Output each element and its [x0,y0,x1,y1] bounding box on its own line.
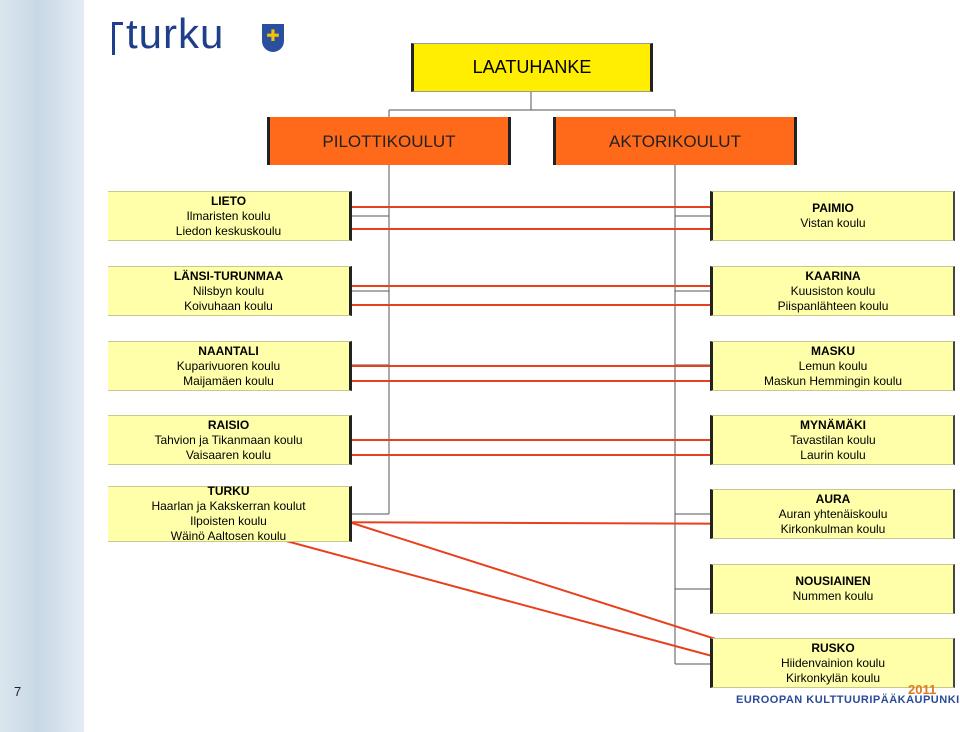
school-name: Nummen koulu [792,589,874,603]
municipality-name: MYNÄMÄKI [800,417,866,432]
school-name: Kirkonkylän koulu [785,670,881,685]
footer-logo: 2011 [908,682,937,697]
school-name: Koivuhaan koulu [184,298,273,313]
municipality-name: KAARINA [805,268,861,283]
municipality-name: LÄNSI-TURUNMAA [173,268,284,283]
school-name: Lemun koulu [798,358,868,373]
municipality-name: NOUSIAINEN [795,574,871,588]
tree-lines [350,92,712,665]
municipality-name: PAIMIO [812,201,854,215]
actor-box-masku: MASKU Lemun koulu Maskun Hemmingin koulu [710,341,955,391]
footer-text: EUROOPAN KULTTUURIPÄÄKAUPUNKI [736,694,960,706]
school-name: Haarlan ja Kakskerran koulut [151,499,306,513]
page-number: 7 [14,684,22,699]
municipality-name: RUSKO [811,640,855,655]
school-name: Vistan koulu [800,216,866,230]
municipality-name: AURA [815,491,851,506]
school-name: Piispanlähteen koulu [777,298,889,313]
municipality-name: MASKU [811,343,855,358]
pair-arrow-turku-rusko-2 [267,532,791,680]
actor-box-mynamaki: MYNÄMÄKI Tavastilan koulu Laurin koulu [710,415,955,465]
actor-box-rusko: RUSKO Hiidenvainion koulu Kirkonkylän ko… [710,638,955,688]
title-box: LAATUHANKE [411,43,653,92]
school-name: Hiidenvainion koulu [780,655,886,670]
decorative-side-strip [0,0,84,732]
pilot-box-lansi-turunmaa: LÄNSI-TURUNMAA Nilsbyn koulu Koivuhaan k… [108,266,352,316]
pilot-box-naantali: NAANTALI Kuparivuoren koulu Maijamäen ko… [108,341,352,391]
actor-box-paimio: PAIMIO Vistan koulu [710,191,955,241]
school-name: Ilpoisten koulu [190,514,267,528]
actor-box-kaarina: KAARINA Kuusiston koulu Piispanlähteen k… [710,266,955,316]
school-name: Tahvion ja Tikanmaan koulu [154,432,303,447]
municipality-name: TURKU [207,484,250,498]
logo-bracket-mark [112,22,123,55]
pilot-box-lieto: LIETO Ilmaristen koulu Liedon keskuskoul… [108,191,352,241]
school-name: Ilmaristen koulu [186,208,271,223]
municipality-name: LIETO [210,193,247,208]
actor-box-aura: AURA Auran yhtenäiskoulu Kirkonkulman ko… [710,489,955,539]
actor-box-nousiainen: NOUSIAINEN Nummen koulu [710,564,955,614]
pilot-box-raisio: RAISIO Tahvion ja Tikanmaan koulu Vaisaa… [108,415,352,465]
school-name: Kuusiston koulu [790,283,876,298]
title-text: LAATUHANKE [472,57,592,77]
actor-schools-header: AKTORIKOULUT [553,117,797,165]
pilot-box-turku: TURKU Haarlan ja Kakskerran koulut Ilpoi… [108,484,352,543]
school-name: Wäinö Aaltosen koulu [170,529,287,543]
school-name: Maskun Hemmingin koulu [763,373,903,388]
municipality-name: RAISIO [207,417,250,432]
school-name: Kirkonkulman koulu [780,521,886,536]
pair-arrow-turku-aura [264,517,789,528]
school-name: Tavastilan koulu [790,432,876,447]
municipality-name: NAANTALI [198,343,259,358]
pilot-schools-header: PILOTTIKOULUT [267,117,511,165]
school-name: Vaisaaren koulu [185,447,272,462]
turku-logo: turku ✚ [112,10,292,58]
pilot-header-label: PILOTTIKOULUT [322,131,456,151]
school-name: Nilsbyn koulu [192,283,265,298]
school-name: Liedon keskuskoulu [175,223,282,238]
city-crest-icon: ✚ [262,24,284,52]
school-name: Auran yhtenäiskoulu [778,506,888,521]
school-name: Maijamäen koulu [183,373,274,388]
logo-text: turku [126,10,225,57]
school-name: Laurin koulu [800,447,866,462]
actor-header-label: AKTORIKOULUT [609,131,741,151]
school-name: Kuparivuoren koulu [176,358,281,373]
